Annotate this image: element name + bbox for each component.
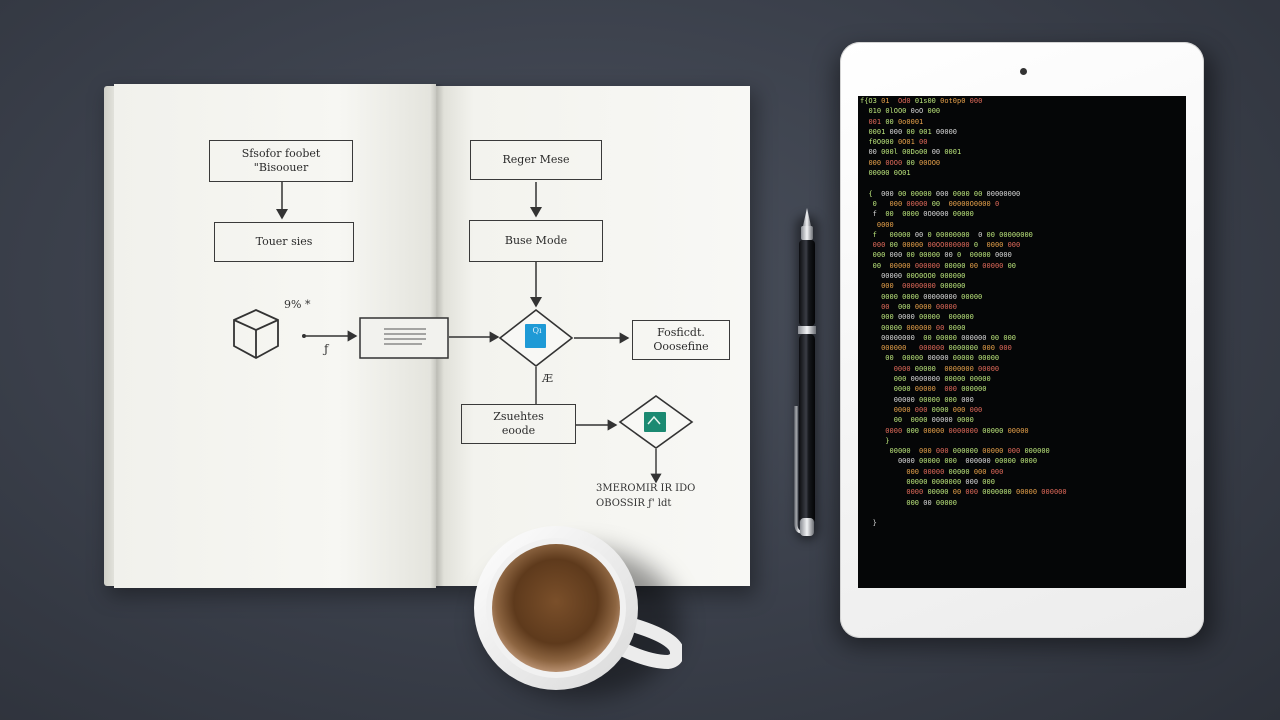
flow-box-bottom-line2: eoode	[501, 424, 536, 437]
code-line: 0001 000 00 001 00000	[868, 127, 957, 136]
fountain-pen-icon	[794, 208, 816, 536]
notebook-right-page	[436, 86, 750, 586]
code-line: 00 00000 000000 00000 00 00000 00	[872, 261, 1017, 270]
flow-box-side-line2: Ooosefine	[653, 340, 709, 353]
code-line: 00000 00O0OO0 000000	[881, 272, 966, 281]
code-line: 0000 00000 000 000000 00000 0000	[897, 457, 1038, 466]
code-line: { 000 00 00000 000 0000 00 00000000	[868, 189, 1021, 198]
code-line: 000 0000000 00000 00000	[893, 375, 991, 384]
code-line: 00 0000 00000 0000	[893, 416, 974, 425]
open-notebook: Sfsofor foobet "Bisoouer Touer sies 9% *…	[104, 84, 750, 588]
flow-box-bottom: Zsuehtes eoode	[461, 404, 576, 444]
code-line: }	[885, 436, 890, 445]
flow-box-base-mode-label: Buse Mode	[504, 234, 568, 247]
flow-box-start-line1: Sfsofor foobet	[241, 147, 321, 160]
code-line: 00000000 00 00000 000000 00 000	[881, 333, 1017, 342]
branch-note: Æ	[542, 372, 554, 385]
caption-line-1: 3MEROMIR IR IDO	[596, 483, 696, 494]
code-line: 0000 00000 00 000 0000000 00000 000000	[906, 488, 1067, 497]
code-line: 000 0000 00000 000000	[881, 313, 974, 322]
flow-box-side-line1: Fosficdt.	[657, 326, 705, 339]
decision-diamond-2	[618, 395, 694, 449]
coffee-cup-icon	[474, 526, 682, 690]
scribble-note: 9% *	[284, 298, 311, 311]
decision-diamond-1	[498, 308, 574, 368]
code-line: 00 000 0000 00000	[881, 302, 957, 311]
arrow-origin-dot	[302, 334, 306, 338]
code-line: 0000 000 0000 000 000	[893, 405, 983, 414]
flowchart-sketch	[233, 182, 694, 484]
flow-box-request: Reger Mese	[470, 140, 602, 180]
flow-box-side: Fosficdt. Ooosefine	[632, 320, 730, 360]
code-line: 0000 00000 000 000000	[893, 385, 987, 394]
code-line: 00000 000000 00 0000	[881, 323, 966, 332]
decision-label: Qı	[532, 326, 542, 335]
code-line: 00000 00000 000 000	[893, 395, 974, 404]
code-line: 000 00000 00000 000 000	[906, 467, 1004, 476]
flow-box-process: Touer sies	[214, 222, 354, 262]
code-line: f0O000 0O01 00	[868, 138, 928, 147]
code-line	[860, 508, 1067, 518]
arrow-note: ƒ	[324, 342, 329, 356]
flow-box-process-label: Touer sies	[255, 235, 313, 248]
code-line	[860, 178, 1067, 188]
code-line: 00000 000 000 000000 00000 000 000000	[889, 447, 1050, 456]
code-line: }	[872, 519, 877, 528]
flow-box-start-line2: "Bisoouer	[253, 161, 309, 174]
code-line: 0000 00000 0000000 00000	[893, 364, 1000, 373]
code-line: 000 00 00000 00OO000000 0 0000 000	[872, 241, 1021, 250]
code-line: f 00 0000 0O0000 00000	[872, 210, 974, 219]
code-line: 0000 0000 00000000 00000	[881, 292, 983, 301]
caption-line-2: OBOSSIR ƒ' ldt	[596, 498, 672, 509]
code-line: f 00000 00 0 00000000 0 00 00000000	[872, 230, 1033, 239]
code-line: 001 00 0o0001	[868, 117, 924, 126]
camera-icon	[1020, 68, 1027, 75]
code-line: 0000	[876, 220, 894, 229]
code-line: 00000 0O01	[868, 169, 911, 178]
code-line: 0 000 00000 00 00000O0000 0	[872, 199, 1000, 208]
tablet: f{O3 01 Od0 01s00 0ot0p0 000 010 0lOO0 0…	[840, 42, 1204, 638]
code-line: 000 000 00 00000 00 0 00000 0000	[872, 251, 1012, 260]
flow-box-request-label: Reger Mese	[502, 153, 570, 166]
code-line: 000000 000000 0000000 000 000	[881, 344, 1012, 353]
screen-sketch-icon	[359, 317, 449, 359]
code-line: 00000 0000000 000 000	[906, 477, 995, 486]
code-line: 00 00000 00000 00000 00000	[885, 354, 1000, 363]
code-line: 000 00 00000	[906, 498, 957, 507]
code-editor-text: f{O3 01 Od0 01s00 0ot0p0 000 010 0lOO0 0…	[860, 96, 1067, 528]
flow-box-start: Sfsofor foobet "Bisoouer	[209, 140, 353, 182]
flow-box-base-mode: Buse Mode	[469, 220, 603, 262]
code-line: 000 00000000 000000	[881, 282, 966, 291]
code-line: 000 0OO0 00 00OO0	[868, 158, 941, 167]
code-line: 0000 000 00000 0000000 00000 00000	[885, 426, 1029, 435]
tablet-screen: f{O3 01 Od0 01s00 0ot0p0 000 010 0lOO0 0…	[858, 96, 1186, 588]
code-line: f{O3 01 Od0 01s00 0ot0p0 000	[860, 97, 983, 105]
cube-icon	[233, 309, 279, 360]
flow-box-bottom-line1: Zsuehtes	[493, 410, 544, 423]
code-line: 010 0lOO0 0oO 000	[868, 107, 941, 116]
code-line: 00 000l 00Do00 00 0001	[868, 148, 962, 157]
